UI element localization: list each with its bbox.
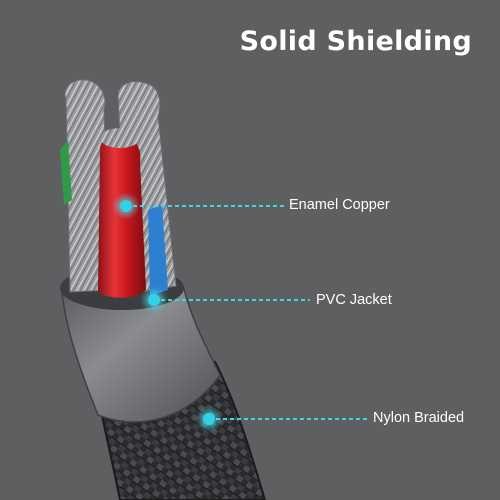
callout-label-pvc: PVC Jacket bbox=[316, 292, 392, 308]
pvc-jacket-band bbox=[61, 285, 221, 423]
page-title: Solid Shielding bbox=[239, 26, 472, 57]
red-wire-tip-strands bbox=[100, 128, 140, 148]
callout-dot-pvc bbox=[140, 286, 168, 314]
blue-wire bbox=[148, 205, 168, 296]
callout-dot-enamel bbox=[112, 192, 140, 220]
callout-label-nylon: Nylon Braided bbox=[373, 410, 465, 426]
green-wire bbox=[60, 140, 72, 205]
callout-dot-nylon bbox=[195, 405, 223, 433]
callout-label-enamel: Enamel Copper bbox=[289, 197, 390, 213]
